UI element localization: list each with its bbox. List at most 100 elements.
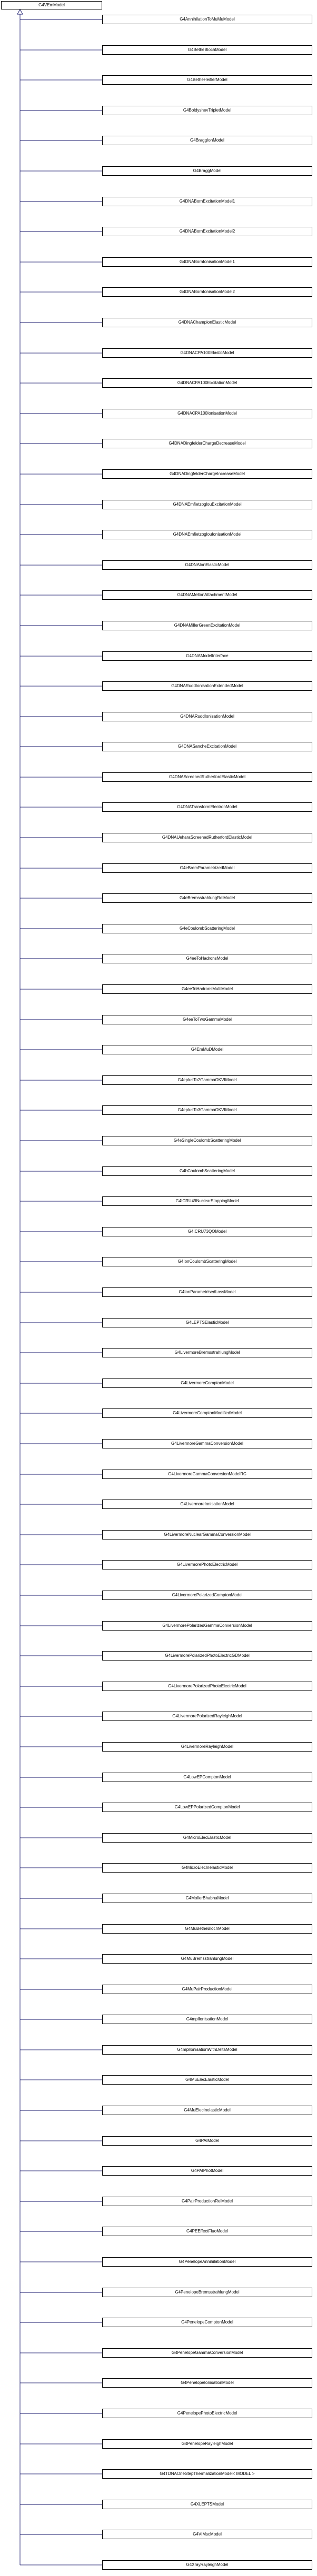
derived-class-box[interactable]: G4PenelopeIonisationModel <box>102 2378 312 2388</box>
derived-class-box[interactable]: G4DNAScreenedRutherfordElasticModel <box>102 772 312 782</box>
derived-class-box[interactable]: G4DNACPA100ElasticModel <box>102 348 312 358</box>
derived-class-box[interactable]: G4BraggIonModel <box>102 136 312 145</box>
derived-class-box[interactable]: G4VIMscModel <box>102 2530 312 2539</box>
derived-class-box[interactable]: G4BraggModel <box>102 166 312 176</box>
derived-class-label: G4PairProductionRelModel <box>182 2199 233 2203</box>
derived-class-label: G4LivermoreGammaConversionModel <box>171 1441 243 1446</box>
derived-class-box[interactable]: G4ICRU73QOModel <box>102 1227 312 1236</box>
derived-class-label: G4MollerBhabhaModel <box>185 1896 229 1900</box>
derived-class-box[interactable]: G4DNACPA100IonisationModel <box>102 409 312 418</box>
derived-class-box[interactable]: G4DNACPA100ExcitationModel <box>102 378 312 388</box>
derived-class-box[interactable]: G4DNARuddIonisationExtendedModel <box>102 681 312 691</box>
derived-class-box[interactable]: G4XLEPTSModel <box>102 2500 312 2509</box>
derived-class-box[interactable]: G4DNASancheExcitationModel <box>102 742 312 751</box>
derived-class-box[interactable]: G4eeToTwoGammaModel <box>102 1015 312 1024</box>
derived-class-box[interactable]: G4hCoulombScatteringModel <box>102 1166 312 1176</box>
derived-class-box[interactable]: G4DNABornIonisationModel2 <box>102 287 312 297</box>
derived-class-box[interactable]: G4DNAModelInterface <box>102 651 312 661</box>
derived-class-box[interactable]: G4PAIModel <box>102 2136 312 2146</box>
derived-class-box[interactable]: G4TDNAOneStepThermalizationModel< MODEL … <box>102 2469 312 2479</box>
derived-class-label: G4DNAMeltonAttachmentModel <box>177 592 237 597</box>
root-class-box[interactable]: G4VEmModel <box>1 1 102 9</box>
derived-class-box[interactable]: G4LivermoreRayleighModel <box>102 1742 312 1752</box>
derived-class-box[interactable]: G4IonParametrisedLossModel <box>102 1287 312 1297</box>
derived-class-box[interactable]: G4DNAEmfietzoglouIonisationModel <box>102 530 312 539</box>
derived-class-box[interactable]: G4PenelopeBremsstrahlungModel <box>102 2288 312 2297</box>
derived-class-box[interactable]: G4PenelopeAnnihilationModel <box>102 2257 312 2267</box>
derived-class-label: G4LivermoreNuclearGammaConversionModel <box>164 1532 251 1537</box>
derived-class-box[interactable]: G4DNAUeharaScreenedRutherfordElasticMode… <box>102 833 312 842</box>
derived-class-box[interactable]: G4LivermoreBremsstrahlungModel <box>102 1348 312 1357</box>
derived-class-box[interactable]: G4AnnihilationToMuMuModel <box>102 15 312 24</box>
derived-class-box[interactable]: G4LivermoreIonisationModel <box>102 1500 312 1509</box>
derived-class-box[interactable]: G4IonCoulombScatteringModel <box>102 1257 312 1266</box>
derived-class-box[interactable]: G4LowEPPolarizedComptonModel <box>102 1803 312 1812</box>
derived-class-box[interactable]: G4BetheBlochModel <box>102 45 312 55</box>
derived-class-box[interactable]: G4eSingleCoulombScatteringModel <box>102 1136 312 1145</box>
derived-class-label: G4LivermoreIonisationModel <box>180 1502 234 1506</box>
derived-class-label: G4DNABornExcitationModel1 <box>179 199 235 204</box>
derived-class-label: G4PAIModel <box>195 2138 219 2143</box>
derived-class-box[interactable]: G4LivermorePolarizedGammaConversionModel <box>102 1621 312 1631</box>
derived-class-label: G4LivermoreComptonModifiedModel <box>173 1411 242 1415</box>
derived-class-box[interactable]: G4LowEPComptonModel <box>102 1773 312 1782</box>
derived-class-box[interactable]: G4LivermorePolarizedRayleighModel <box>102 1712 312 1721</box>
derived-class-box[interactable]: G4DNABornExcitationModel2 <box>102 227 312 236</box>
derived-class-box[interactable]: G4DNABornIonisationModel1 <box>102 257 312 267</box>
derived-class-box[interactable]: G4PenelopeGammaConversionModel <box>102 2348 312 2358</box>
derived-class-box[interactable]: G4DNAIonElasticModel <box>102 560 312 570</box>
derived-class-box[interactable]: G4LivermorePolarizedPhotoElectricModel <box>102 1682 312 1691</box>
derived-class-box[interactable]: G4MuBetheBlochModel <box>102 1924 312 1934</box>
derived-class-box[interactable]: G4mplIonisationWithDeltaModel <box>102 2045 312 2055</box>
derived-class-box[interactable]: G4DNAChampionElasticModel <box>102 318 312 327</box>
derived-class-box[interactable]: G4MuPairProductionModel <box>102 1985 312 1994</box>
derived-class-box[interactable]: G4DNADingfelderChargeIncreaseModel <box>102 469 312 479</box>
derived-class-box[interactable]: G4LivermorePolarizedPhotoElectricGDModel <box>102 1651 312 1661</box>
derived-class-box[interactable]: G4eeToHadronsMultiModel <box>102 984 312 994</box>
derived-class-label: G4LowEPComptonModel <box>183 1775 231 1779</box>
derived-class-box[interactable]: G4LEPTSElasticModel <box>102 1318 312 1327</box>
derived-class-box[interactable]: G4LivermoreComptonModel <box>102 1378 312 1388</box>
derived-class-box[interactable]: G4PenelopeRayleighModel <box>102 2439 312 2449</box>
derived-class-box[interactable]: G4PenelopePhotoElectricModel <box>102 2409 312 2418</box>
derived-class-box[interactable]: G4DNABornExcitationModel1 <box>102 197 312 206</box>
derived-class-label: G4DNATransformElectronModel <box>177 804 237 809</box>
derived-class-box[interactable]: G4eBremsstrahlungRelModel <box>102 893 312 903</box>
derived-class-box[interactable]: G4LivermoreGammaConversionModelRC <box>102 1470 312 1479</box>
derived-class-box[interactable]: G4PAIPhotModel <box>102 2166 312 2176</box>
derived-class-box[interactable]: G4MuElecElasticModel <box>102 2075 312 2085</box>
derived-class-box[interactable]: G4BoldyshevTripletModel <box>102 106 312 115</box>
derived-class-box[interactable]: G4MicroElecElasticModel <box>102 1833 312 1843</box>
derived-class-box[interactable]: G4mplIonisationModel <box>102 2015 312 2024</box>
derived-class-box[interactable]: G4LivermoreComptonModifiedModel <box>102 1408 312 1418</box>
derived-class-box[interactable]: G4BetheHeitlerModel <box>102 75 312 85</box>
derived-class-box[interactable]: G4MicroElecInelasticModel <box>102 1863 312 1873</box>
derived-class-box[interactable]: G4eCoulombScatteringModel <box>102 924 312 933</box>
derived-class-box[interactable]: G4MuBremsstrahlungModel <box>102 1954 312 1964</box>
derived-class-box[interactable]: G4ICRU49NuclearStoppingModel <box>102 1196 312 1206</box>
derived-class-box[interactable]: G4DNAEmfietzoglouExcitationModel <box>102 500 312 509</box>
derived-class-box[interactable]: G4XrayRayleighModel <box>102 2560 312 2570</box>
derived-class-box[interactable]: G4eplusTo2GammaOKVIModel <box>102 1075 312 1085</box>
derived-class-box[interactable]: G4DNADingfelderChargeDecreaseModel <box>102 439 312 448</box>
derived-class-label: G4DNAScreenedRutherfordElasticModel <box>169 774 245 779</box>
derived-class-box[interactable]: G4LivermoreGammaConversionModel <box>102 1439 312 1448</box>
derived-class-box[interactable]: G4eeToHadronsModel <box>102 954 312 963</box>
derived-class-box[interactable]: G4LivermorePhotoElectricModel <box>102 1560 312 1569</box>
derived-class-box[interactable]: G4MollerBhabhaModel <box>102 1894 312 1903</box>
derived-class-box[interactable]: G4PenelopeComptonModel <box>102 2318 312 2327</box>
derived-class-box[interactable]: G4LivermorePolarizedComptonModel <box>102 1591 312 1600</box>
derived-class-box[interactable]: G4MuElecInelasticModel <box>102 2106 312 2115</box>
derived-class-box[interactable]: G4LivermoreNuclearGammaConversionModel <box>102 1530 312 1539</box>
derived-class-box[interactable]: G4DNAMeltonAttachmentModel <box>102 590 312 600</box>
derived-class-label: G4DNAUeharaScreenedRutherfordElasticMode… <box>162 835 253 840</box>
derived-class-box[interactable]: G4EmMuDModel <box>102 1045 312 1054</box>
derived-class-box[interactable]: G4DNATransformElectronModel <box>102 802 312 812</box>
derived-class-box[interactable]: G4DNARuddIonisationModel <box>102 712 312 721</box>
derived-class-box[interactable]: G4PEEffectFluoModel <box>102 2227 312 2236</box>
derived-class-box[interactable]: G4PairProductionRelModel <box>102 2197 312 2206</box>
derived-class-box[interactable]: G4DNAMillerGreenExcitationModel <box>102 621 312 630</box>
derived-class-box[interactable]: G4eplusTo3GammaOKVIModel <box>102 1105 312 1115</box>
derived-class-box[interactable]: G4eBremParametrizedModel <box>102 863 312 873</box>
